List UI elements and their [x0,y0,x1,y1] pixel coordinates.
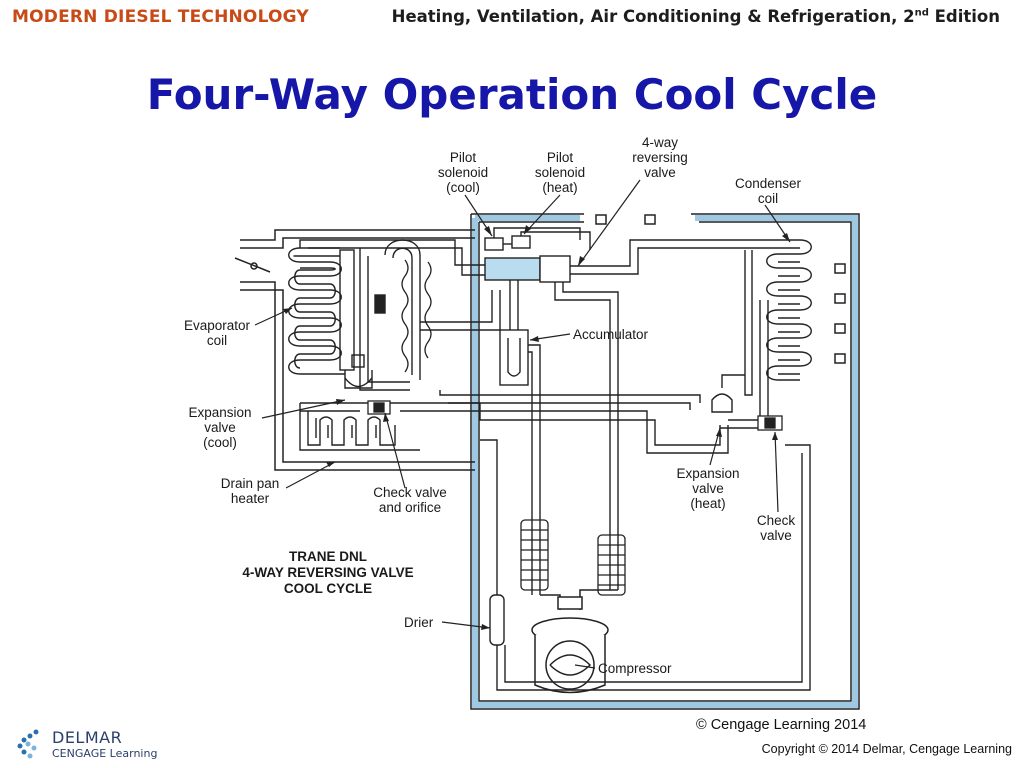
diagram-labels: Pilot solenoid (cool) Pilot solenoid (he… [184,135,802,676]
label-pilot-cool-2: solenoid [438,165,488,180]
label-drain-2: heater [231,491,270,506]
leader-lines [254,179,791,669]
label-evaporator-1: Evaporator [184,318,251,333]
logo-delmar-text: DELMAR [52,728,123,747]
label-reversing-2: reversing [632,150,688,165]
delmar-logo: DELMAR CENGAGE Learning [16,728,176,764]
label-compressor: Compressor [598,661,672,676]
slide-title: Four-Way Operation Cool Cycle [146,70,878,119]
header-right-title: Heating, Ventilation, Air Conditioning &… [392,7,1000,26]
copyright-text: Copyright © 2014 Delmar, Cengage Learnin… [761,742,1012,756]
caption-line-1: TRANE DNL [289,549,367,564]
check-valve-outdoor [757,415,783,431]
header-edition-suffix: nd [914,7,929,19]
header-edition-end: Edition [928,7,1000,26]
label-pilot-cool-3: (cool) [446,180,480,195]
label-pilot-heat-1: Pilot [547,150,574,165]
compressor [531,589,618,694]
label-condenser-1: Condenser [735,176,802,191]
label-evaporator-2: coil [207,333,227,348]
label-pilot-heat-2: solenoid [535,165,585,180]
label-exp-cool-2: valve [204,420,236,435]
label-exp-heat-3: (heat) [690,496,725,511]
cabinet [472,215,858,708]
label-exp-heat-1: Expansion [676,466,739,481]
image-credit: © Cengage Learning 2014 [696,717,867,733]
reversing-valve [484,227,591,283]
caption-line-3: COOL CYCLE [284,581,372,596]
mufflers [520,519,626,596]
condenser-coil [744,239,812,396]
expansion-valve-heat [711,374,745,413]
evaporator-coil [288,247,355,375]
header-left-title: MODERN DIESEL TECHNOLOGY [12,7,309,27]
label-reversing-3: valve [644,165,676,180]
leader-arrowheads [283,225,790,630]
label-check-orifice-2: and orifice [379,500,441,515]
check-valve-orifice [367,400,391,415]
delmar-logo-icon [17,729,39,759]
drier [480,439,811,691]
label-exp-heat-2: valve [692,481,724,496]
header-edition-text: Heating, Ventilation, Air Conditioning &… [391,7,915,26]
label-drain-1: Drain pan [221,476,280,491]
label-accumulator: Accumulator [573,327,649,342]
label-pilot-cool-1: Pilot [450,150,477,165]
label-check-valve-1: Check [757,513,796,528]
label-condenser-2: coil [758,191,778,206]
accumulator [499,280,529,386]
label-exp-cool-1: Expansion [188,405,251,420]
vent-squares [595,214,846,364]
label-exp-cool-3: (cool) [203,435,237,450]
label-check-valve-2: valve [760,528,792,543]
caption-line-2: 4-WAY REVERSING VALVE [242,565,413,580]
label-check-orifice-1: Check valve [373,485,447,500]
logo-cengage-text: CENGAGE Learning [52,747,158,760]
label-reversing-1: 4-way [642,135,678,150]
label-pilot-heat-3: (heat) [542,180,577,195]
label-drier: Drier [404,615,434,630]
expansion-valve-cool [344,354,373,389]
check-valve-evap [374,294,386,314]
